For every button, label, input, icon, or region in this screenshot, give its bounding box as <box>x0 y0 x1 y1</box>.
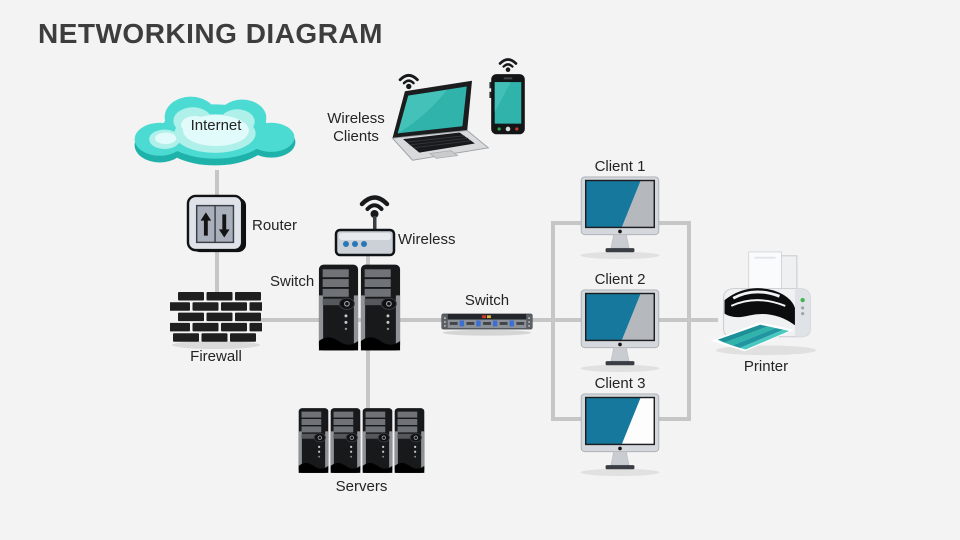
client2-label: Client 2 <box>594 271 646 288</box>
printer-label: Printer <box>743 358 789 375</box>
firewall-icon <box>170 292 262 349</box>
server-tower-icon <box>394 407 425 474</box>
wireless-ap-node: Wireless <box>334 182 456 258</box>
wireless-clients-label: Wireless Clients <box>327 110 385 145</box>
wireless-ap-label: Wireless <box>398 231 456 248</box>
servers-label: Servers <box>335 478 388 495</box>
router-node: Router <box>186 194 297 254</box>
client2-monitor-icon <box>580 289 660 372</box>
client3-monitor-icon <box>580 393 660 476</box>
client3-label: Client 3 <box>594 375 646 392</box>
internet-cloud-icon <box>134 96 296 166</box>
connector-client-bus-left <box>551 221 555 421</box>
server-tower-icon <box>298 407 329 474</box>
internet-label: Internet <box>190 117 242 134</box>
firewall-label: Firewall <box>190 348 242 365</box>
laptop-icon <box>391 74 490 161</box>
server-tower-icon <box>330 407 361 474</box>
printer-icon <box>710 251 817 356</box>
core-switch-label: Switch <box>270 273 315 290</box>
wireless-ap-icon <box>334 195 396 257</box>
connector-client-bus-right <box>687 221 691 421</box>
router-icon <box>186 194 247 253</box>
rack-switch-icon <box>441 313 533 336</box>
printer-node: Printer <box>710 250 822 375</box>
client1-monitor-icon <box>580 176 660 259</box>
firewall-node: Firewall <box>170 292 262 365</box>
client1-label: Client 1 <box>594 158 646 175</box>
internet-node: Internet <box>132 86 298 178</box>
rack-switch-label: Switch <box>464 292 510 309</box>
switch-tower-icon <box>360 264 401 351</box>
switch-tower-icon <box>318 264 359 351</box>
page-title: NETWORKING DIAGRAM <box>38 18 383 49</box>
smartphone-icon <box>489 58 525 135</box>
router-label: Router <box>252 217 298 234</box>
server-tower-icon <box>362 407 393 474</box>
